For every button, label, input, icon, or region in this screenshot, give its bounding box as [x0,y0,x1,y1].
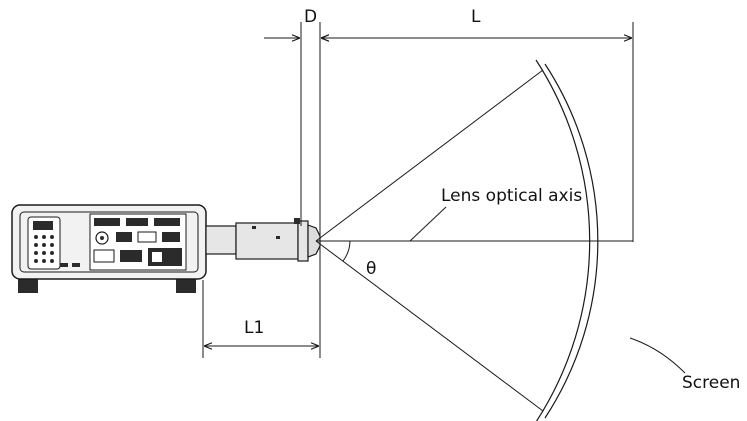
optical-axis-leader-line [409,206,447,242]
projection-upper-edge [315,69,544,242]
theta-label: θ [366,259,376,279]
screen-outer-arc [544,63,599,419]
theta-angle-arc [342,240,351,262]
screen-inner-arc [535,59,591,421]
optical-axis-label: Lens optical axis [441,186,582,206]
screen-leader-line [629,337,686,374]
d-label: D [304,7,317,27]
screen-label: Screen [682,373,740,393]
terminal-panel [89,213,187,271]
l1-label: L1 [244,318,264,338]
projection-lower-edge [315,240,544,412]
l-label: L [471,7,481,27]
projector-icon [11,204,207,293]
control-keypad [27,216,61,270]
lens-icon [205,218,321,262]
